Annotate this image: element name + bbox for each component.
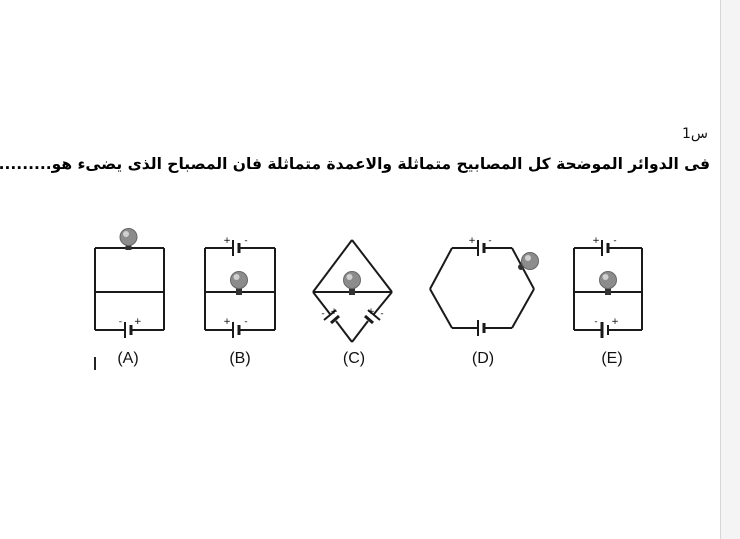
negative-sign: - [244, 236, 247, 246]
question-text: فى الدوائر الموضحة كل المصابيح متماثلة و… [0, 155, 710, 173]
negative-sign: - [380, 309, 383, 319]
negative-sign: - [594, 317, 597, 327]
negative-sign: - [613, 236, 616, 246]
circuit-b-label: (B) [229, 350, 251, 367]
positive-sign: + [611, 317, 619, 327]
positive-sign: + [592, 236, 600, 246]
circuit-d-diagram: + - [429, 236, 539, 336]
circuit-b-diagram: + - + - [204, 236, 276, 338]
circuit-a-label: (A) [117, 350, 139, 367]
negative-sign: - [488, 236, 491, 246]
bulb-icon [599, 271, 617, 295]
circuit-a-diagram: - + [94, 228, 165, 338]
bulb-icon [119, 228, 138, 250]
positive-sign: + [367, 307, 375, 317]
circuit-e-diagram: + - - + [573, 236, 643, 338]
negative-sign: - [244, 317, 247, 327]
bulb-icon [230, 271, 248, 295]
negative-sign: - [119, 317, 122, 327]
circuit-c-diagram: + - + - [312, 239, 393, 343]
bulb-icon [518, 252, 539, 270]
document-page [720, 0, 721, 539]
positive-sign: + [330, 307, 338, 317]
positive-sign: + [223, 236, 231, 246]
positive-sign: + [223, 317, 231, 327]
text-cursor [94, 357, 96, 370]
circuit-d-label: (D) [471, 350, 495, 367]
bulb-icon [343, 271, 361, 295]
positive-sign: + [134, 317, 142, 327]
positive-sign: + [468, 236, 476, 246]
negative-sign: - [321, 309, 324, 319]
circuit-c-label: (C) [342, 350, 366, 367]
circuit-e-label: (E) [601, 350, 623, 367]
question-number: س1 [681, 126, 708, 142]
scrollbar-track[interactable] [721, 0, 740, 539]
